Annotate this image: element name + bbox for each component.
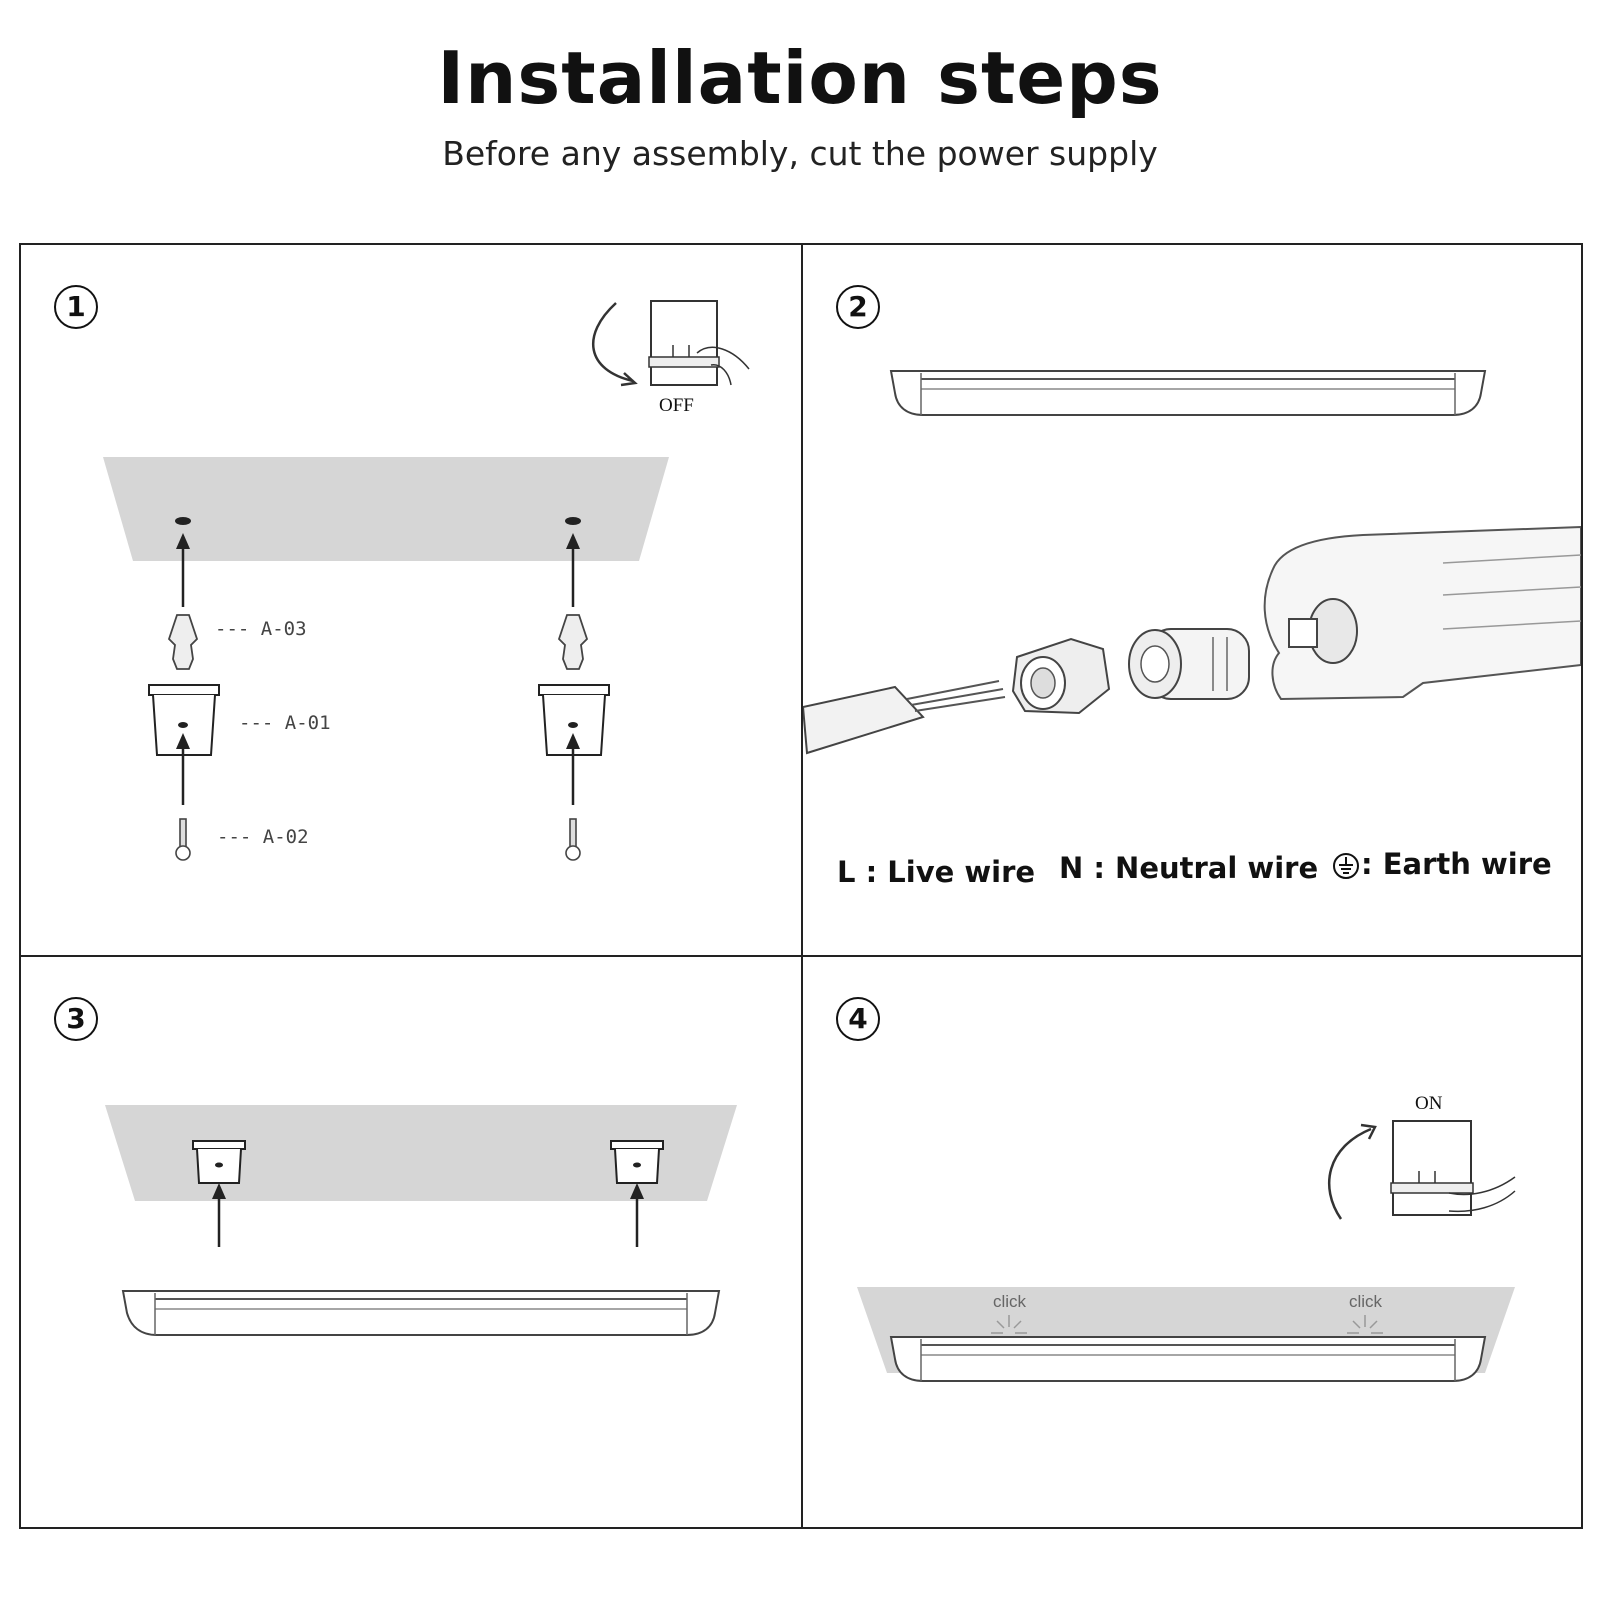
click-label-left: click (993, 1292, 1027, 1311)
step-1-illustration: OFF (103, 300, 750, 861)
step-4-illustration: ON click click (857, 1093, 1516, 1382)
step-1-number: 1 (54, 285, 98, 329)
mounting-assembly-right (538, 533, 610, 861)
part-label-a03: --- A-03 (215, 618, 307, 640)
ceiling-surface (105, 1105, 737, 1201)
page-title: Installation steps (437, 36, 1163, 120)
step-2-number: 2 (836, 285, 880, 329)
step-1-panel: 1 OFF (21, 245, 803, 957)
drill-hole (175, 517, 191, 525)
fixture-end-cap (1263, 525, 1581, 701)
power-switch-on-icon (1327, 1120, 1516, 1220)
led-batten-fixture (889, 1336, 1487, 1382)
led-batten-fixture (889, 370, 1487, 416)
mounted-clip-right (610, 1140, 664, 1184)
waterproof-connector (1128, 628, 1250, 700)
switch-on-label: ON (1415, 1093, 1443, 1114)
drill-hole (565, 517, 581, 525)
step-3-panel: 3 (21, 957, 803, 1527)
power-cable (803, 680, 1006, 755)
earth-ground-icon (1333, 853, 1359, 879)
click-label-right: click (1349, 1292, 1383, 1311)
led-batten-fixture (121, 1290, 721, 1336)
step-2-panel: 2 (803, 245, 1581, 957)
step-4-number: 4 (836, 997, 880, 1041)
ceiling-surface (103, 457, 669, 561)
earth-wire-label: : Earth wire (1361, 847, 1552, 881)
cable-gland-nut (1011, 637, 1111, 715)
page-subtitle: Before any assembly, cut the power suppl… (442, 134, 1158, 173)
switch-off-label: OFF (659, 395, 694, 416)
step-3-number: 3 (54, 997, 98, 1041)
part-label-a02: --- A-02 (217, 826, 309, 848)
neutral-wire-label: N : Neutral wire (1059, 851, 1319, 885)
earth-wire-legend: : Earth wire (1331, 847, 1552, 881)
live-wire-label: L : Live wire (837, 855, 1036, 889)
steps-grid: 1 OFF (19, 243, 1583, 1529)
mounted-clip-left (192, 1140, 246, 1184)
step-3-illustration (105, 1105, 737, 1336)
mounting-assembly-left (148, 533, 220, 861)
step-2-illustration (803, 370, 1581, 755)
step-4-panel: 4 ON click click (803, 957, 1581, 1527)
power-switch-off-icon (591, 300, 750, 387)
part-label-a01: --- A-01 (239, 712, 331, 734)
